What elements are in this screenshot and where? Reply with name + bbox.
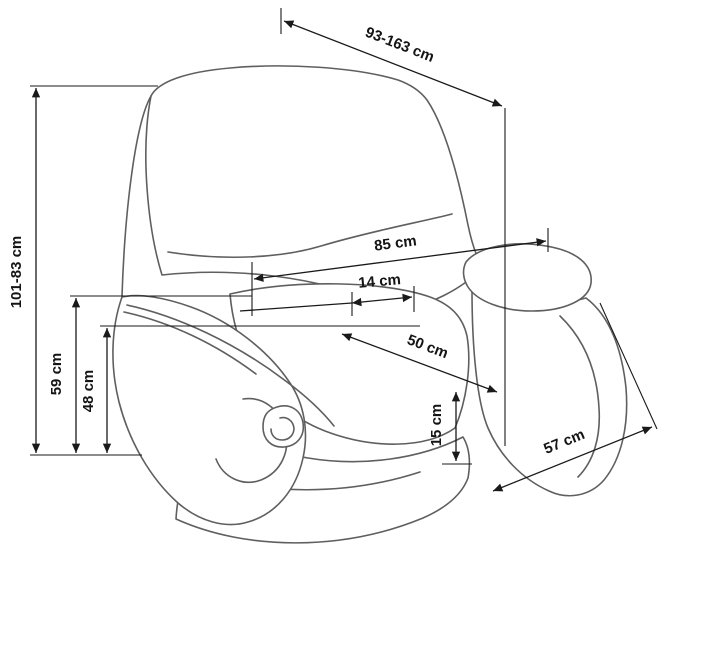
dimension-leader-armrest-top-width	[239, 302, 353, 312]
dimension-line-depth-recline-range	[283, 20, 503, 107]
left-armrest-outline	[112, 294, 307, 526]
dimension-label-armrest-height: 59 cm	[48, 353, 65, 396]
dimension-line-seat-depth	[341, 333, 498, 393]
backrest-outline	[145, 65, 484, 313]
dimension-line-base-depth	[492, 426, 653, 492]
dimension-label-height-recline-range: 101-83 cm	[8, 236, 25, 309]
recline-lever-handle	[262, 405, 305, 448]
left-armrest-inner-contour	[123, 311, 257, 375]
recliner-line-drawing	[112, 65, 628, 544]
dimension-label-seat-front-clearance: 15 cm	[428, 404, 445, 447]
dimension-line-overall-width	[253, 238, 547, 282]
backrest-left-side-line	[121, 95, 152, 297]
recline-lever-inner-detail	[270, 416, 295, 441]
left-armrest-top-contour	[126, 304, 335, 427]
dimension-line-armrest-top-width	[351, 293, 413, 307]
dimension-label-depth-recline-range: 93-163 cm	[363, 24, 437, 66]
dimension-label-armrest-top-width: 14 cm	[358, 271, 402, 292]
dimension-label-overall-width: 85 cm	[373, 232, 417, 254]
right-armrest-body	[471, 289, 628, 497]
dimension-label-seat-height: 48 cm	[80, 370, 97, 413]
left-armrest-knob-swirl	[215, 397, 288, 484]
